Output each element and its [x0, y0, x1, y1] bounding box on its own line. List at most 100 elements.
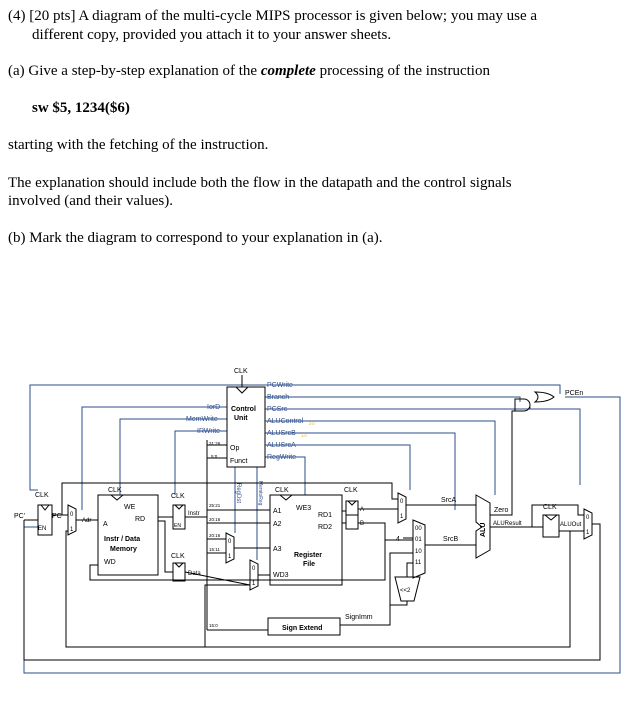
pc-en-label: EN: [38, 526, 46, 532]
b-label: B: [360, 521, 364, 527]
instr-bits-20-16-b: 20:16: [209, 533, 221, 538]
signimm-label: SignImm: [345, 614, 373, 621]
rf-a3-label: A3: [273, 546, 282, 553]
register-file: [269, 494, 343, 586]
aluout-register: [542, 514, 560, 538]
question-line-2: different copy, provided you attach it t…: [32, 27, 392, 43]
memwrite-label: MemWrite: [186, 416, 218, 423]
op-label: Op: [230, 445, 239, 452]
part-b-line: (b) Mark the diagram to correspond to yo…: [8, 230, 383, 246]
srcb-mux-01: 01: [415, 537, 422, 543]
srcb-mux: [412, 519, 426, 579]
instr-bits-15-0: 15:0: [209, 623, 218, 628]
instr-label: Instr: [188, 511, 200, 517]
part-a-prefix: (a) Give a step-by-step explanation of t…: [8, 63, 261, 79]
srca-label: SrcA: [441, 497, 457, 504]
a-label: A: [360, 507, 364, 513]
pcen-label: PCEn: [565, 390, 583, 397]
funct-bits-label: 5:0: [211, 454, 218, 459]
pcsrc-label: PCSrc: [267, 406, 288, 413]
srca-mux: [397, 492, 407, 524]
srcb-mux-00: 00: [415, 526, 422, 532]
rf-a1-label: A1: [273, 508, 282, 515]
control-unit-label-1: Control: [231, 406, 256, 413]
or-gate: [533, 391, 555, 403]
aluresult-label: ALUResult: [493, 521, 522, 527]
explanation-line-1: The explanation should include both the …: [8, 175, 512, 191]
memtoreg-mux-1: 1: [252, 581, 256, 587]
instr-bits-25-21: 25:21: [209, 503, 221, 508]
question-line-1: (4) [20 pts] A diagram of the multi-cycl…: [8, 8, 538, 24]
dr-clk-label: CLK: [171, 553, 185, 560]
instr-data-memory: [97, 494, 159, 576]
instr-bits-15-11: 15:11: [209, 547, 220, 552]
data-register: [172, 562, 186, 582]
pc-clk-label: CLK: [35, 492, 49, 499]
alucontrol-label: ALUControl: [267, 418, 304, 425]
srcb-label: SrcB: [443, 536, 459, 543]
explanation-line-2: involved (and their values).: [8, 193, 173, 209]
alusrcb-width: 1:0: [301, 433, 307, 438]
srca-mux-0: 0: [400, 499, 404, 505]
srca-mux-1: 1: [400, 514, 404, 520]
regwrite-label: RegWrite: [267, 454, 296, 461]
regdst-mux: [225, 532, 235, 564]
control-clk-label: CLK: [234, 368, 248, 375]
mem-name-1: Instr / Data: [104, 536, 140, 543]
iord-mux-1: 1: [70, 527, 74, 533]
pcsrc-mux-1: 1: [586, 530, 590, 536]
alu: [475, 494, 491, 559]
alu-label: ALU: [480, 523, 487, 537]
pc-prime-label: PC': [14, 513, 25, 520]
adr-label: Adr: [82, 518, 91, 524]
pcsrc-mux: [583, 508, 593, 540]
sign-extend-label: Sign Extend: [282, 625, 322, 632]
shift-left-2: [394, 576, 421, 602]
iord-label: IorD: [207, 404, 220, 411]
zero-label: Zero: [494, 507, 509, 514]
irwrite-label: IRWrite: [197, 428, 220, 435]
control-unit-box: [226, 386, 266, 468]
op-bits-label: 31:26: [209, 441, 221, 446]
b-register: [345, 514, 359, 530]
a-register: [345, 500, 359, 516]
alusrcb-label: ALUSrcB: [267, 430, 296, 437]
srcb-mux-11: 11: [415, 560, 422, 566]
srcb-mux-10: 10: [415, 549, 422, 555]
mem-a-label: A: [103, 521, 108, 528]
sign-extend: [267, 617, 341, 636]
iord-mux: [67, 504, 77, 536]
branch-label: Branch: [267, 394, 289, 401]
ir-en-label: EN: [174, 523, 181, 529]
part-a-line: (a) Give a step-by-step explanation of t…: [8, 63, 490, 80]
iord-mux-0: 0: [70, 512, 74, 518]
control-unit-label-2: Unit: [234, 415, 248, 422]
funct-label: Funct: [230, 458, 248, 465]
part-a-suffix: processing of the instruction: [315, 63, 490, 79]
rf-rd2-label: RD2: [318, 524, 332, 531]
four-label: 4: [396, 536, 400, 543]
pcsrc-mux-0: 0: [586, 515, 590, 521]
rf-name-1: Register: [294, 552, 322, 559]
rf-a2-label: A2: [273, 521, 282, 528]
ir-clk-label: CLK: [171, 493, 185, 500]
aluout-clk-label: CLK: [543, 504, 557, 511]
mem-we-label: WE: [124, 504, 136, 511]
aluout-label: ALUOut: [560, 522, 582, 528]
rf-wd3-label: WD3: [273, 572, 289, 579]
memtoreg-label: MemtoReg: [257, 481, 263, 506]
starting-line: starting with the fetching of the instru…: [8, 137, 269, 153]
alucontrol-width: 2:0: [309, 421, 315, 426]
rf-name-2: File: [303, 561, 315, 568]
and-gate: [514, 398, 531, 412]
part-a-emphasis: complete: [260, 63, 316, 79]
shift-label: <<2: [400, 588, 411, 594]
instr-bits-20-16-a: 20:16: [209, 517, 221, 522]
mem-wd-label: WD: [104, 559, 116, 566]
regdst-mux-0: 0: [228, 539, 232, 545]
alusrca-label: ALUSrcA: [267, 442, 296, 449]
instruction-text: sw $5, 1234($6): [32, 100, 130, 116]
regdst-mux-1: 1: [228, 554, 232, 560]
rf-rd1-label: RD1: [318, 512, 332, 519]
mem-rd-label: RD: [135, 516, 145, 523]
